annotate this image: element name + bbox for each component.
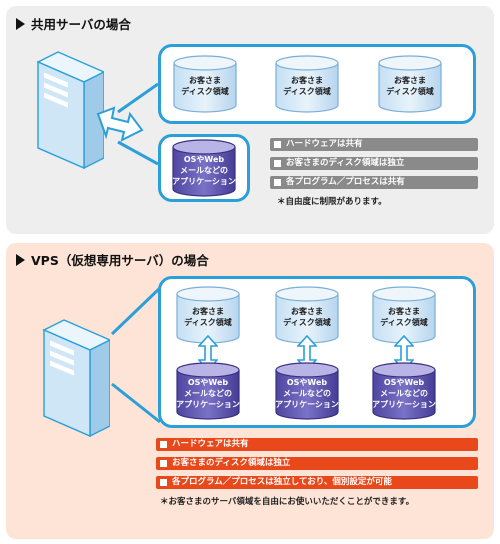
triangle-bullet-icon bbox=[16, 254, 25, 266]
shared-disk-2: お客さまディスク領域 bbox=[275, 55, 339, 113]
vps-note: ＊お客さまのサーバ領域を自由にお使いいただくことができます。 bbox=[160, 497, 415, 507]
vps-feature-3: 各プログラム／プロセスは独立しており、個別設定が可能 bbox=[156, 476, 478, 489]
vps-feature-1: ハードウェアは共有 bbox=[156, 438, 478, 451]
shared-disk-3: お客さまディスク領域 bbox=[378, 55, 442, 113]
shared-feature-2: お客さまのディスク領域は独立 bbox=[270, 157, 478, 170]
double-arrow-icon bbox=[96, 106, 144, 142]
shared-disk-1: お客さまディスク領域 bbox=[173, 55, 237, 113]
server-icon bbox=[30, 318, 110, 438]
shared-feature-1: ハードウェアは共有 bbox=[270, 138, 478, 151]
vps-disk-2: お客さまディスク領域 bbox=[275, 286, 339, 344]
vps-disk-3: お客さまディスク領域 bbox=[372, 286, 436, 344]
vps-feature-2: お客さまのディスク領域は独立 bbox=[156, 457, 478, 470]
shared-connector bbox=[96, 82, 159, 166]
shared-note: ＊自由度に制限があります。 bbox=[277, 197, 387, 207]
triangle-bullet-icon bbox=[16, 18, 25, 30]
vps-connector bbox=[110, 286, 162, 424]
vps-heading: VPS（仮想専用サーバ）の場合 bbox=[16, 250, 209, 269]
shared-feature-3: 各プログラム／プロセスは共有 bbox=[270, 176, 478, 189]
shared-heading: 共用サーバの場合 bbox=[16, 14, 131, 33]
vps-disk-1: お客さまディスク領域 bbox=[176, 286, 240, 344]
